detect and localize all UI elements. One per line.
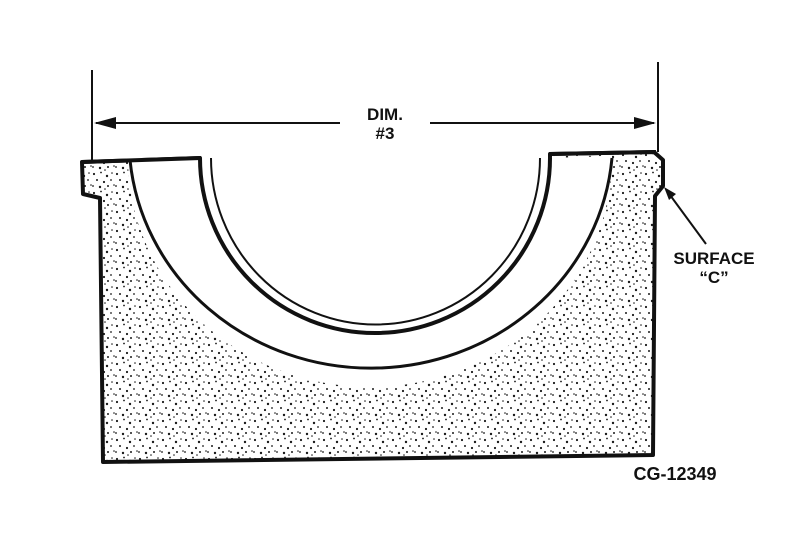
surface-c-leader [664, 187, 707, 245]
left-parting-edge [81, 156, 202, 164]
bore-inner-arc [210, 157, 541, 326]
surface-c-label: SURFACE “C” [656, 250, 772, 286]
dimension-arrow-right-icon [634, 117, 656, 129]
dimension-label-line2: #3 [375, 124, 395, 143]
surface-label-line1: SURFACE [673, 249, 755, 268]
dimension-label: DIM. #3 [340, 104, 430, 145]
right-parting-edge [548, 150, 657, 156]
surface-label-line2: “C” [699, 268, 729, 287]
leader-arrow-icon [664, 187, 676, 200]
drawing-id: CG-12349 [633, 464, 717, 484]
dimension-label-line1: DIM. [367, 105, 403, 124]
dimension-arrow-left-icon [94, 117, 116, 129]
bore-outer-arc [198, 157, 552, 335]
shell-outer-contour [128, 157, 614, 370]
bearing-shell [128, 156, 613, 388]
